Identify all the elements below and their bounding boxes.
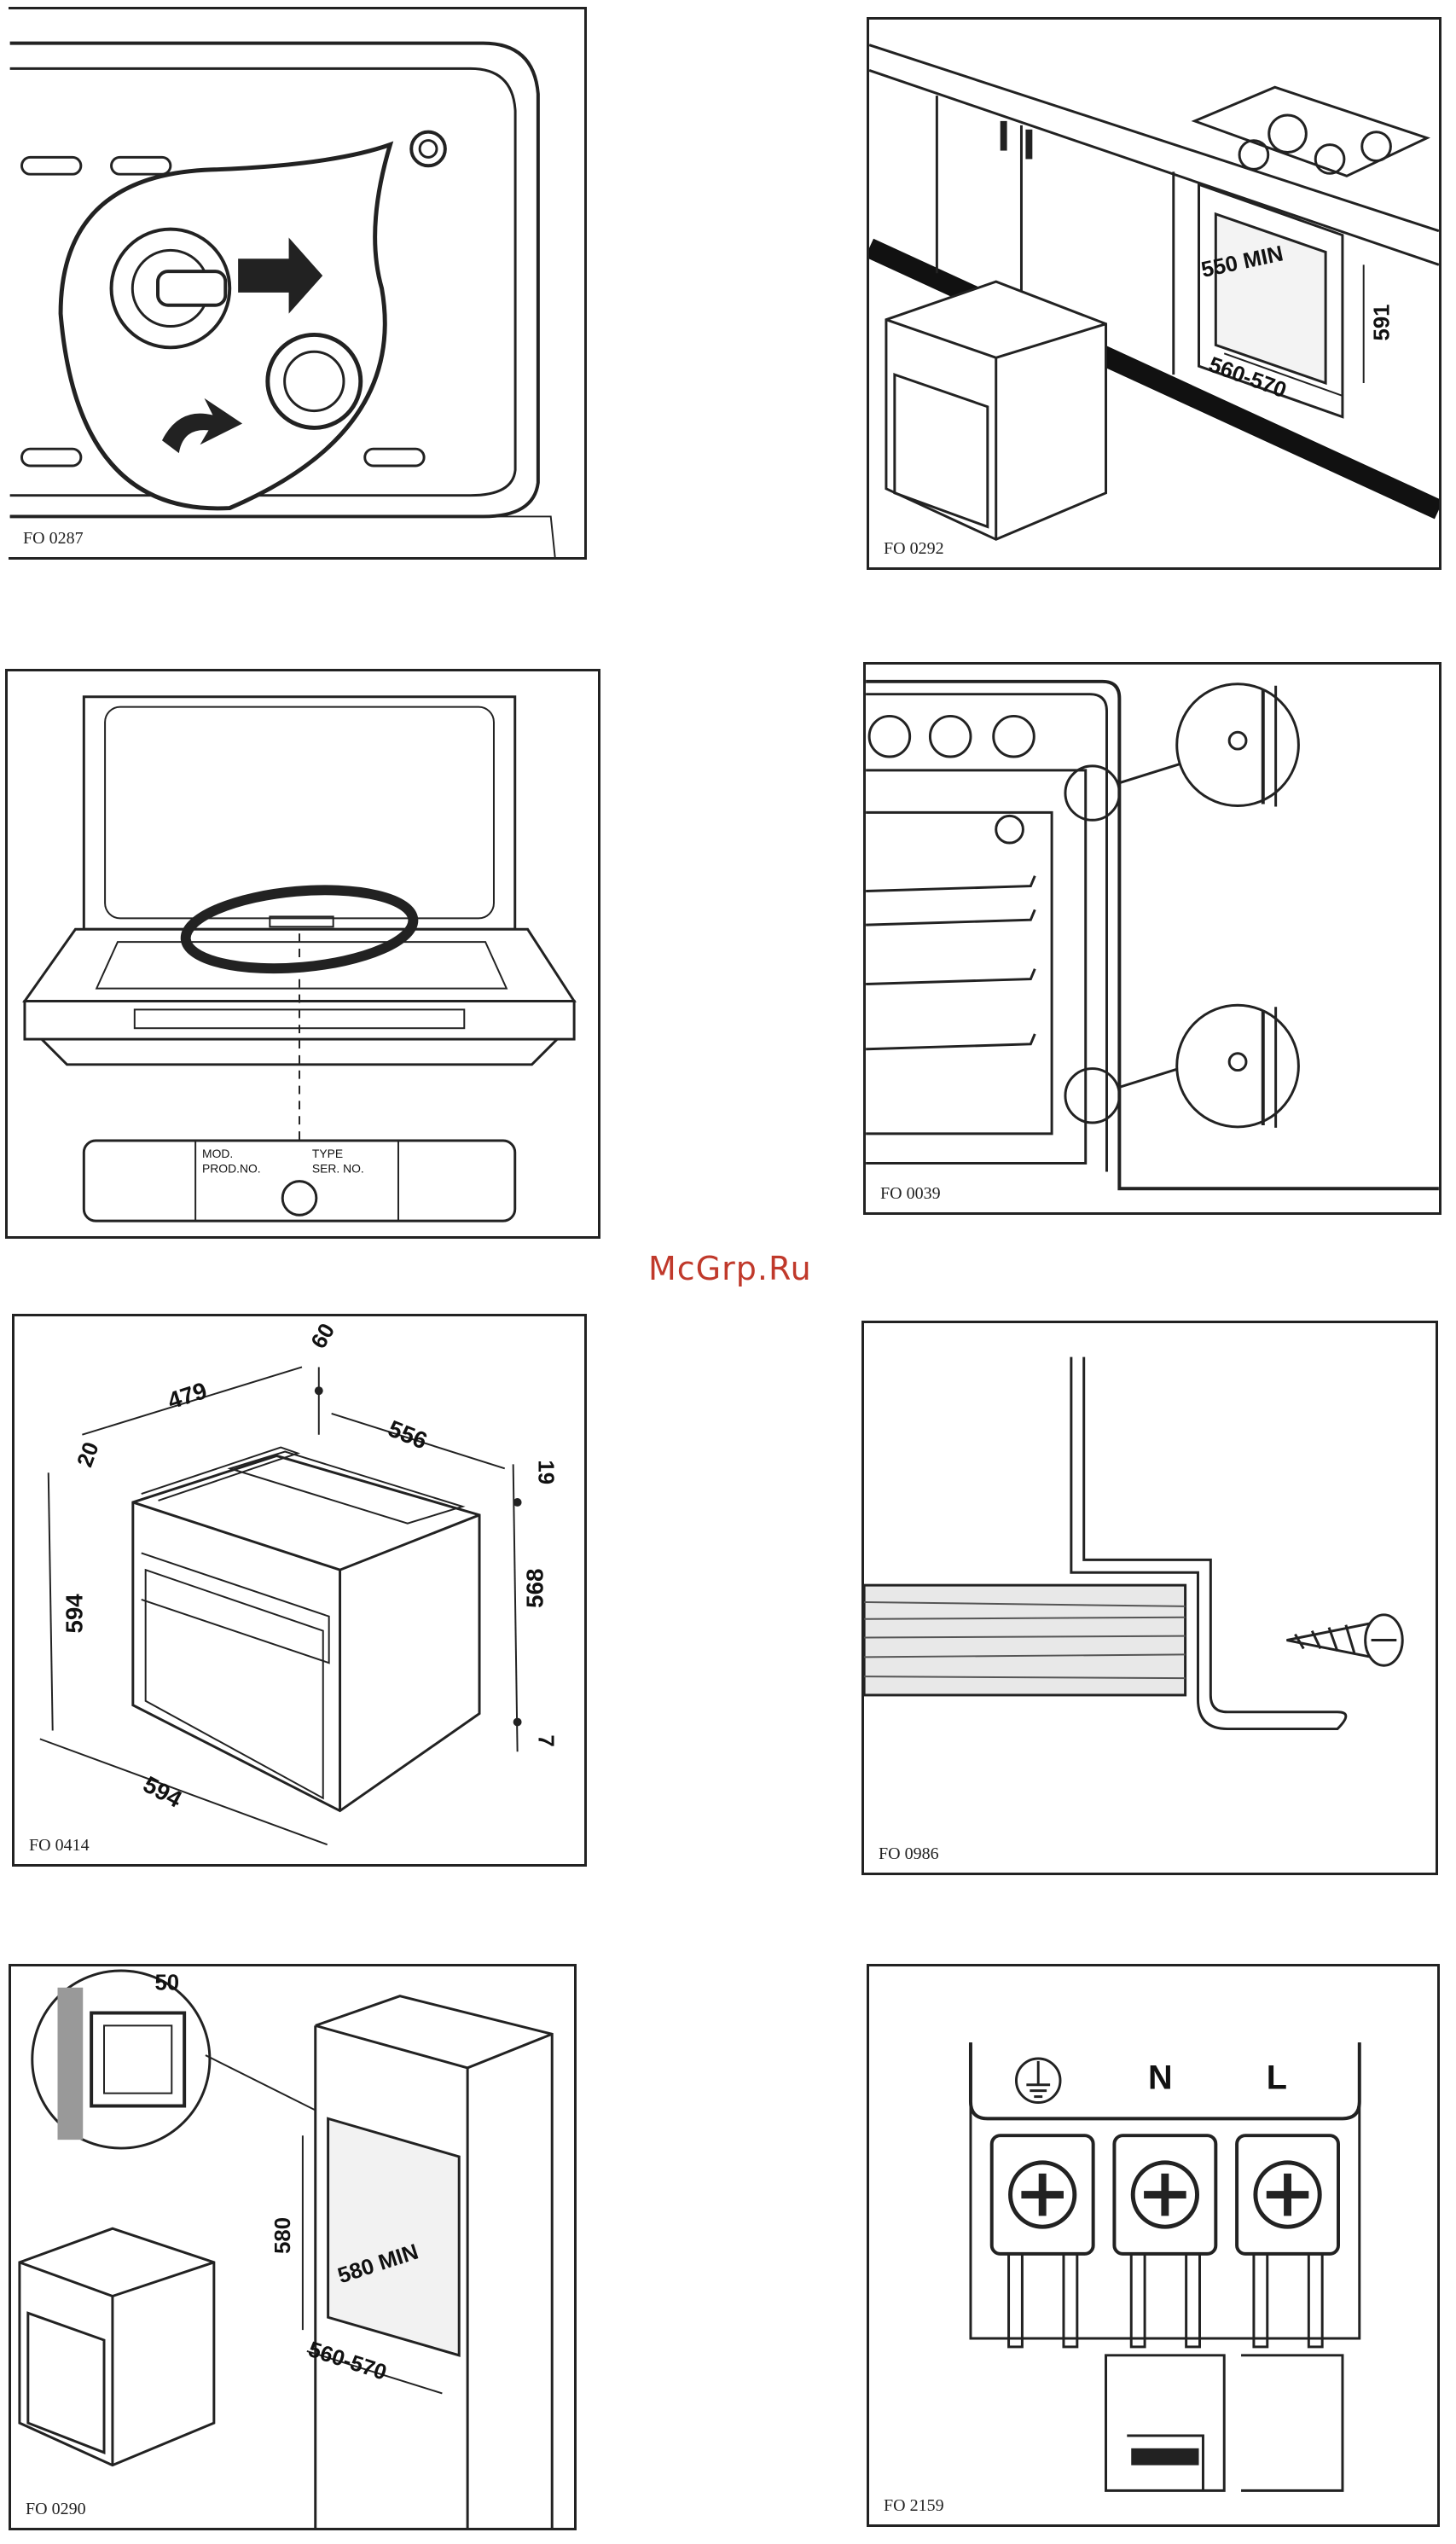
dim-594-height: 594 [61,1594,87,1634]
figure-code: FO 0287 [20,529,86,549]
figure-code: FO 0986 [876,1844,942,1864]
bracket-screw-illustration [864,1323,1436,1873]
rating-plate-illustration: MOD. PROD.NO. TYPE SER. NO. [8,671,598,1236]
figure-terminal-block: N L FO 2159 [867,1964,1440,2527]
figure-rating-plate: MOD. PROD.NO. TYPE SER. NO. [5,669,600,1239]
figure-side-screws: FO 0039 [863,662,1441,1215]
dim-20: 20 [73,1439,104,1471]
dim-568: 568 [521,1569,548,1608]
terminal-label-n: N [1148,2059,1173,2097]
dim-556: 556 [385,1415,432,1455]
plate-prod-no: PROD.NO. [202,1162,261,1176]
figure-code: FO 2159 [881,2496,947,2516]
figure-column-install: 50 580 580 MIN 560-570 FO 0290 [9,1964,577,2530]
dim-50: 50 [154,1972,179,1995]
dim-19: 19 [533,1460,557,1484]
dimensions-illustration: 60 479 20 556 19 594 568 7 594 [15,1316,584,1864]
lamp-illustration [9,9,584,557]
figure-lamp: FO 0287 [9,7,587,560]
figure-code: FO 0290 [23,2500,89,2519]
dim-479: 479 [165,1377,211,1414]
dim-591: 591 [1370,305,1394,341]
dim-560-570: 560-570 [305,2338,390,2385]
side-screws-illustration [866,665,1439,1212]
column-install-illustration: 50 580 580 MIN 560-570 [11,1966,574,2528]
figure-cabinet-install: 550 MIN 591 560-570 FO 0292 [867,17,1441,570]
terminal-label-l: L [1267,2059,1287,2097]
figure-dimensions: 60 479 20 556 19 594 568 7 594 FO 0414 [12,1314,587,1867]
figure-code: FO 0414 [26,1836,92,1856]
dim-60: 60 [307,1320,340,1353]
dim-580: 580 [271,2217,295,2254]
dim-7: 7 [533,1734,557,1746]
terminal-block-illustration: N L [869,1966,1437,2524]
figure-bracket-screw: FO 0986 [861,1321,1438,1875]
plate-mod: MOD. [202,1147,233,1160]
figure-code: FO 0292 [881,539,947,559]
plate-type: TYPE [312,1147,343,1160]
watermark: McGrp.Ru [648,1250,812,1287]
figure-code: FO 0039 [878,1184,943,1204]
plate-ser-no: SER. NO. [312,1162,364,1176]
cabinet-illustration: 550 MIN 591 560-570 [869,20,1439,567]
